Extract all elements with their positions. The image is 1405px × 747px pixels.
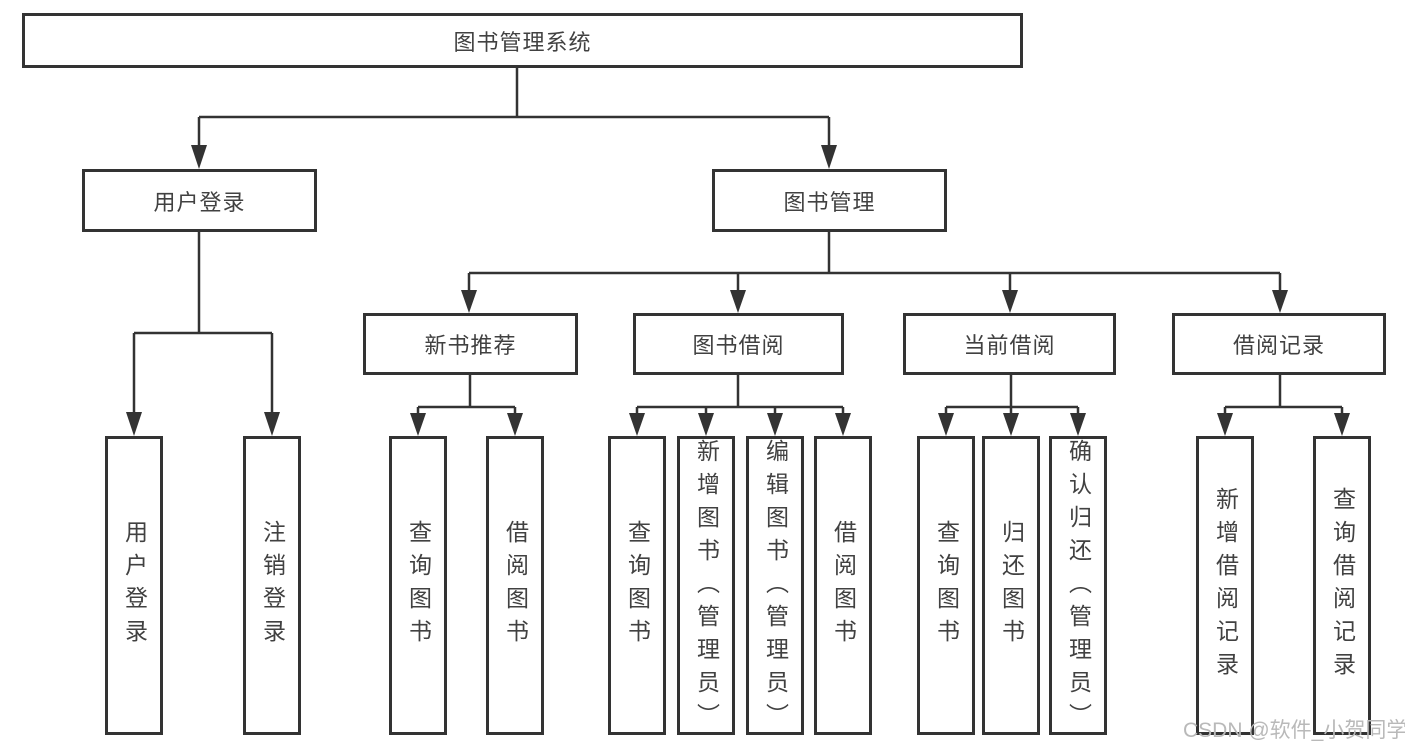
connector-userlogin-to-leaves: [126, 232, 280, 436]
node-borrowing-records: 借阅记录: [1172, 313, 1386, 375]
leaf-borrow-books-recommend-label: 借阅图书: [502, 519, 529, 652]
leaf-edit-books-admin-label: 编辑图书（管理员）: [762, 439, 789, 736]
node-current-borrowing-label: 当前借阅: [963, 333, 1056, 358]
connector-bookborrow-to-leaves: [629, 375, 851, 436]
node-new-book-recommend: 新书推荐: [363, 313, 578, 375]
leaf-logout-label: 注销登录: [259, 519, 286, 652]
leaf-user-login-label: 用户登录: [121, 519, 148, 652]
leaf-query-borrow-record: 查询借阅记录: [1313, 436, 1371, 735]
leaf-return-books-label: 归还图书: [998, 519, 1025, 652]
connector-newbook-to-leaves: [410, 375, 523, 436]
leaf-borrow-books-recommend: 借阅图书: [486, 436, 544, 735]
node-new-book-recommend-label: 新书推荐: [424, 333, 517, 358]
node-user-login: 用户登录: [82, 169, 317, 232]
connector-root-to-level2: [191, 68, 837, 169]
node-root-label: 图书管理系统: [453, 29, 592, 55]
node-book-borrowing-label: 图书借阅: [692, 333, 785, 358]
connector-bookmgmt-to-level3: [461, 232, 1288, 313]
csdn-watermark: CSDN @软件_小贺同学: [1183, 719, 1405, 742]
connector-borrowrec-to-leaves: [1217, 375, 1350, 436]
leaf-user-login: 用户登录: [105, 436, 163, 735]
leaf-borrow-books-label: 借阅图书: [830, 519, 857, 652]
node-book-management: 图书管理: [712, 169, 947, 232]
leaf-query-books-current: 查询图书: [917, 436, 975, 735]
node-user-login-label: 用户登录: [153, 189, 246, 215]
leaf-add-books-admin: 新增图书（管理员）: [677, 436, 735, 736]
leaf-query-books-recommend: 查询图书: [389, 436, 447, 735]
node-book-borrowing: 图书借阅: [633, 313, 844, 375]
node-current-borrowing: 当前借阅: [903, 313, 1116, 375]
leaf-add-borrow-record: 新增借阅记录: [1196, 436, 1254, 735]
leaf-query-books-recommend-label: 查询图书: [405, 519, 432, 652]
leaf-add-books-admin-label: 新增图书（管理员）: [693, 439, 720, 736]
leaf-confirm-return-admin-label: 确认归还（管理员）: [1065, 439, 1092, 736]
leaf-query-borrow-record-label: 查询借阅记录: [1329, 486, 1356, 685]
node-root-system: 图书管理系统: [22, 13, 1023, 68]
leaf-edit-books-admin: 编辑图书（管理员）: [746, 436, 804, 736]
leaf-borrow-books: 借阅图书: [814, 436, 872, 735]
leaf-query-books-borrowing: 查询图书: [608, 436, 666, 735]
node-borrowing-records-label: 借阅记录: [1232, 333, 1325, 358]
node-book-management-label: 图书管理: [783, 189, 876, 215]
leaf-return-books: 归还图书: [982, 436, 1040, 735]
leaf-logout: 注销登录: [243, 436, 301, 735]
leaf-add-borrow-record-label: 新增借阅记录: [1212, 486, 1239, 685]
leaf-query-books-current-label: 查询图书: [933, 519, 960, 652]
connector-curborrow-to-leaves: [938, 375, 1086, 436]
leaf-query-books-borrowing-label: 查询图书: [624, 519, 651, 652]
leaf-confirm-return-admin: 确认归还（管理员）: [1049, 436, 1107, 736]
